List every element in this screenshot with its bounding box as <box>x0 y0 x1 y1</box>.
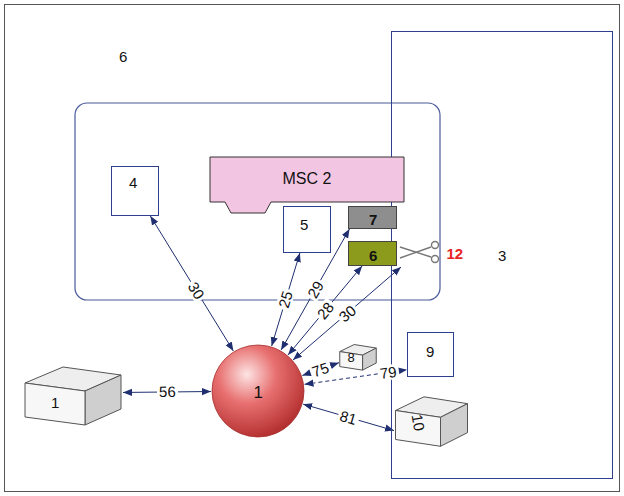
cube-box: 1 <box>23 359 123 427</box>
connector <box>123 391 211 393</box>
unit-box: 9 <box>407 332 454 377</box>
unit-box: 4 <box>111 166 159 216</box>
grey-module: 7 <box>348 206 397 229</box>
edge-label: 25 <box>275 287 295 311</box>
connector <box>302 363 339 376</box>
edge-label: 56 <box>156 384 177 399</box>
edge-label: 81 <box>336 407 360 427</box>
cube-box: 8 <box>339 341 377 371</box>
node-text: 9 <box>426 344 434 359</box>
edge-label: 28 <box>313 298 338 323</box>
room-outline <box>75 103 440 300</box>
connector <box>150 216 233 351</box>
node-text: MSC 2 <box>283 171 332 187</box>
node-text: 7 <box>369 212 377 227</box>
edge-label: 30 <box>184 277 208 302</box>
green-module: 6 <box>348 241 397 266</box>
node-text: 6 <box>119 49 127 64</box>
node-text: 5 <box>300 217 308 232</box>
unit-box: 5 <box>283 206 331 253</box>
node-text: 3 <box>498 248 506 263</box>
node-text: 4 <box>129 175 137 190</box>
node-text: 1 <box>254 384 263 401</box>
edge-label: 79 <box>377 363 400 381</box>
scissors-symbol <box>400 242 439 263</box>
node-text: 6 <box>369 248 377 263</box>
zone-box: 3 9 10 <box>391 31 613 479</box>
leader-line <box>293 267 401 360</box>
node-text: 8 <box>348 351 355 364</box>
connector <box>288 266 362 355</box>
connector <box>303 404 394 430</box>
edge-label: 75 <box>308 359 332 380</box>
sphere-node: 1 <box>211 344 305 438</box>
edge-label: 29 <box>303 277 326 302</box>
line-label: 30 <box>334 301 359 326</box>
node-text: 1 <box>51 395 59 410</box>
cube-box: 10 <box>394 390 469 448</box>
node-text: 10 <box>409 412 427 431</box>
area-frame: 6 3 9 10 4 MSC 2 5 7 6 1 1 8 <box>4 4 620 492</box>
callout-number: 12 <box>445 246 466 261</box>
connector <box>272 253 300 346</box>
